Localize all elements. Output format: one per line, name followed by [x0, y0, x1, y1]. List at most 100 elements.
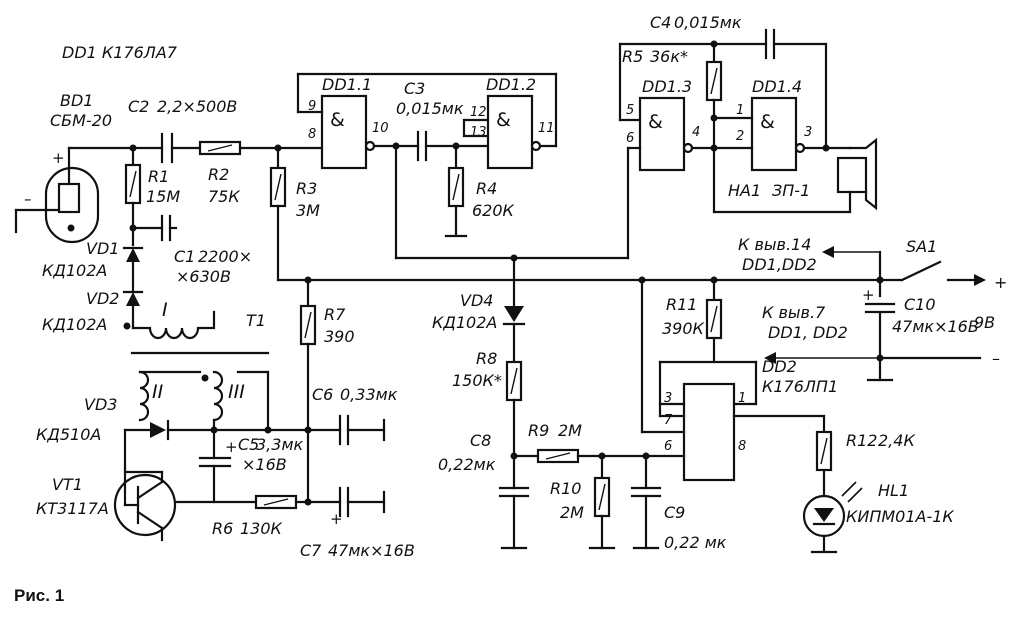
- capacitor-c1: C1 2200× ×630В: [131, 214, 252, 286]
- svg-text:HL1: HL1: [878, 481, 909, 500]
- power-minus: –: [992, 349, 1000, 368]
- svg-text:7: 7: [664, 413, 673, 428]
- svg-text:36к*: 36к*: [650, 47, 688, 66]
- capacitor-c4: C4 0,015мк: [618, 13, 828, 150]
- svg-text:C4: C4: [650, 13, 671, 32]
- svg-text:BD1: BD1: [60, 91, 93, 110]
- svg-text:12: 12: [470, 105, 487, 120]
- svg-text:R8: R8: [476, 349, 497, 368]
- svg-text:R12: R12: [846, 431, 877, 450]
- svg-text:SA1: SA1: [906, 237, 937, 256]
- svg-text:75К: 75К: [208, 187, 240, 206]
- svg-text:КТ3117А: КТ3117А: [36, 499, 109, 518]
- svg-text:150К*: 150К*: [452, 371, 502, 390]
- svg-text:C7: C7: [300, 541, 322, 560]
- resistor-r3: R3 3М: [269, 166, 320, 220]
- svg-text:C3: C3: [404, 79, 425, 98]
- svg-text:11: 11: [538, 121, 555, 136]
- svg-text:&: &: [648, 111, 663, 133]
- svg-text:0,33мк: 0,33мк: [340, 385, 398, 404]
- svg-text:R5: R5: [622, 47, 643, 66]
- capacitor-c9: C9 0,22 мк: [630, 454, 727, 552]
- svg-text:+: +: [862, 286, 875, 304]
- svg-text:C10: C10: [904, 295, 936, 314]
- svg-text:4: 4: [692, 125, 700, 140]
- svg-text:DD1, DD2: DD1, DD2: [768, 323, 848, 342]
- svg-text:К выв.14: К выв.14: [738, 235, 811, 254]
- note-pin14: К выв.14 DD1,DD2: [738, 235, 880, 274]
- buzzer-ha1: НА1 ЗП-1: [728, 137, 878, 214]
- resistor-r12: R12 2,4К: [815, 430, 915, 472]
- svg-text:C8: C8: [470, 431, 491, 450]
- svg-text:III: III: [228, 381, 245, 403]
- svg-text:2М: 2М: [560, 503, 584, 522]
- svg-text:DD1.4: DD1.4: [752, 77, 802, 96]
- svg-text:R7: R7: [324, 305, 346, 324]
- svg-text:КД102А: КД102А: [42, 261, 107, 280]
- resistor-r9: R9 2М: [528, 421, 582, 464]
- svg-text:+: +: [225, 438, 238, 456]
- svg-text:КИПМ01А-1К: КИПМ01А-1К: [846, 507, 954, 526]
- capacitor-c10: + C10 47мк×16В: [862, 286, 979, 382]
- svg-text:9: 9: [308, 99, 316, 114]
- svg-text:×630В: ×630В: [176, 267, 231, 286]
- capacitor-c6: C6 0,33мк: [304, 385, 398, 446]
- svg-text:390К: 390К: [662, 319, 705, 338]
- svg-text:К выв.7: К выв.7: [762, 303, 826, 322]
- svg-text:R3: R3: [296, 179, 317, 198]
- svg-text:C5: C5: [238, 435, 259, 454]
- svg-text:DD1,DD2: DD1,DD2: [742, 255, 817, 274]
- svg-text:3М: 3М: [296, 201, 320, 220]
- svg-text:47мк×16В: 47мк×16В: [892, 317, 979, 336]
- resistor-r4: R4 620К: [447, 166, 515, 220]
- diode-vd4: VD4 КД102А: [432, 291, 526, 332]
- transistor-vt1: VT1 КТ3117А: [36, 470, 177, 542]
- svg-text:R9: R9: [528, 421, 549, 440]
- svg-text:10: 10: [372, 121, 389, 136]
- power-plus: +: [994, 273, 1007, 292]
- ic-title: DD1 К176ЛА7: [62, 43, 178, 62]
- resistor-r6: R6 130К: [212, 494, 298, 538]
- gate-dd1-1: & DD1.1 9 8 10: [308, 75, 389, 170]
- svg-text:0,015мк: 0,015мк: [396, 99, 464, 118]
- ic-dd2: DD2 К176ЛП1 3 1 7 6 8: [664, 357, 838, 482]
- resistor-r10: R10 2М: [550, 476, 611, 522]
- svg-text:VT1: VT1: [52, 475, 83, 494]
- svg-text:T1: T1: [246, 311, 266, 330]
- svg-text:15М: 15М: [146, 187, 180, 206]
- svg-text:VD1: VD1: [86, 239, 119, 258]
- svg-text:R1: R1: [148, 167, 169, 186]
- svg-text:К176ЛП1: К176ЛП1: [762, 377, 838, 396]
- resistor-r8: R8 150К*: [452, 349, 523, 402]
- svg-text:3,3мк: 3,3мк: [256, 435, 304, 454]
- resistor-r7: R7 390: [299, 304, 355, 346]
- svg-text:DD1.1: DD1.1: [322, 75, 372, 94]
- svg-text:C6: C6: [312, 385, 333, 404]
- resistor-r1: R1 15М: [124, 163, 180, 206]
- svg-text:КД510А: КД510А: [36, 425, 101, 444]
- svg-text:C2: C2: [128, 97, 149, 116]
- svg-text:2,4К: 2,4К: [878, 431, 915, 450]
- diode-vd3: VD3 КД510А: [36, 395, 170, 444]
- svg-text:6: 6: [664, 439, 672, 454]
- svg-text:DD1.3: DD1.3: [642, 77, 692, 96]
- svg-text:3: 3: [804, 125, 812, 140]
- svg-text:+: +: [330, 510, 343, 528]
- diode-vd1: VD1 КД102А: [42, 239, 144, 280]
- svg-text:390: 390: [324, 327, 355, 346]
- svg-text:–: –: [24, 190, 32, 208]
- svg-text:2,2×500В: 2,2×500В: [157, 97, 237, 116]
- resistor-r2: R2 75К: [198, 140, 242, 206]
- svg-text:&: &: [330, 109, 345, 131]
- svg-text:КД102А: КД102А: [42, 315, 107, 334]
- svg-text:8: 8: [308, 127, 316, 142]
- power-voltage: 9В: [974, 313, 995, 332]
- svg-text:R11: R11: [666, 295, 697, 314]
- resistor-r11: R11 390К: [662, 295, 723, 340]
- svg-text:R4: R4: [476, 179, 497, 198]
- svg-text:VD2: VD2: [86, 289, 119, 308]
- transformer-t1: I T1 II III: [130, 299, 270, 432]
- svg-text:0,22 мк: 0,22 мк: [664, 533, 727, 552]
- resistor-r5: R5 36к*: [622, 47, 723, 102]
- svg-text:СБМ-20: СБМ-20: [50, 111, 112, 130]
